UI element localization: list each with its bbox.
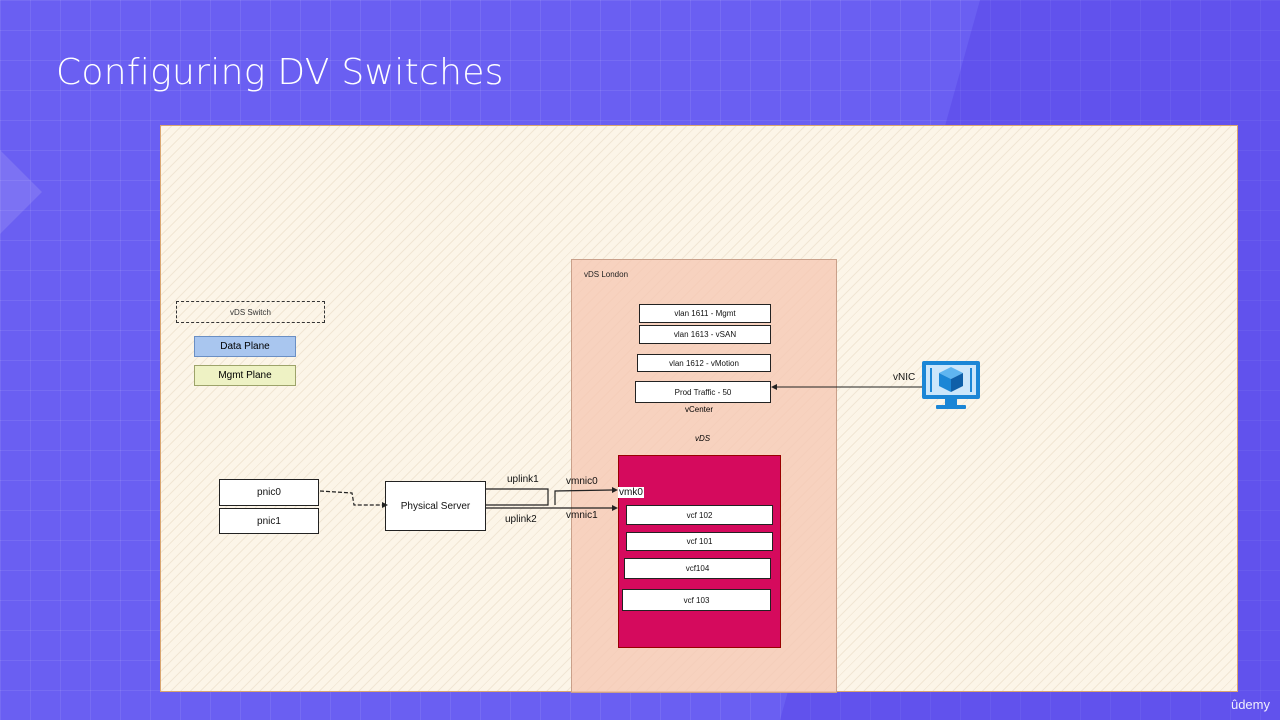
legend-mgmt-plane: Mgmt Plane	[194, 365, 296, 386]
vmnic1-label: vmnic1	[566, 510, 598, 521]
legend-data-plane: Data Plane	[194, 336, 296, 357]
slide-title: Configuring DV Switches	[56, 52, 504, 93]
vcf-102-box: vcf 102	[626, 505, 773, 525]
physical-server-box: Physical Server	[385, 481, 486, 531]
vds-inner-box	[618, 455, 781, 648]
udemy-watermark: ûdemy	[1230, 697, 1270, 712]
legend-vds-switch: vDS Switch	[176, 301, 325, 323]
vmk0-label: vmk0	[618, 487, 644, 498]
uplink1-label: uplink1	[507, 474, 539, 485]
vlan-vmotion-box: vlan 1612 - vMotion	[637, 354, 771, 372]
vlan-mgmt-box: vlan 1611 - Mgmt	[639, 304, 771, 323]
vcenter-label: vCenter	[685, 405, 714, 414]
vcf-101-box: vcf 101	[626, 532, 773, 551]
vmnic0-label: vmnic0	[566, 476, 598, 487]
uplink2-label: uplink2	[505, 514, 537, 525]
vnic-label: vNIC	[893, 372, 916, 383]
vds-label: vDS	[695, 434, 711, 443]
pnic1-box: pnic1	[219, 508, 319, 534]
prod-traffic-box: Prod Traffic - 50	[635, 381, 771, 403]
vds-london-label: vDS London	[584, 270, 629, 279]
pnic0-box: pnic0	[219, 479, 319, 506]
vcf-104-box: vcf104	[624, 558, 771, 579]
vcf-103-box: vcf 103	[622, 589, 771, 611]
background-arrow-decoration	[0, 150, 42, 234]
vlan-vsan-box: vlan 1613 - vSAN	[639, 325, 771, 344]
